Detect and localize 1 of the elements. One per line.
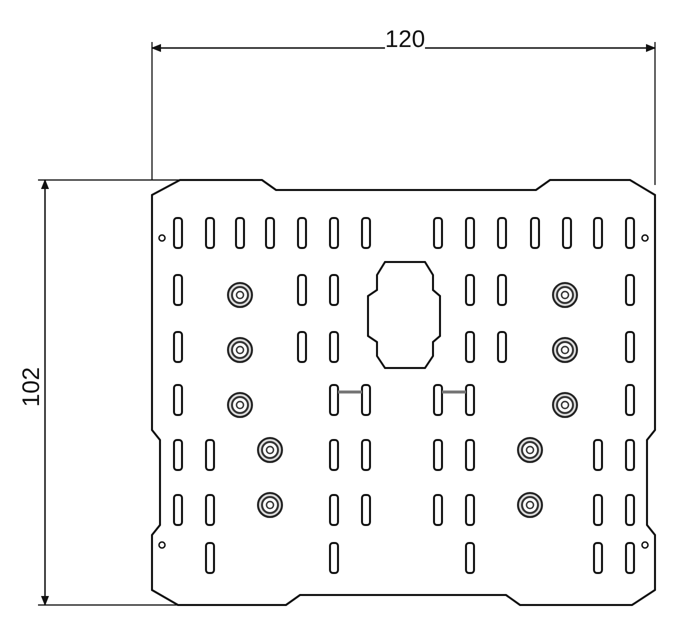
dimension-label: 120 bbox=[385, 28, 426, 52]
